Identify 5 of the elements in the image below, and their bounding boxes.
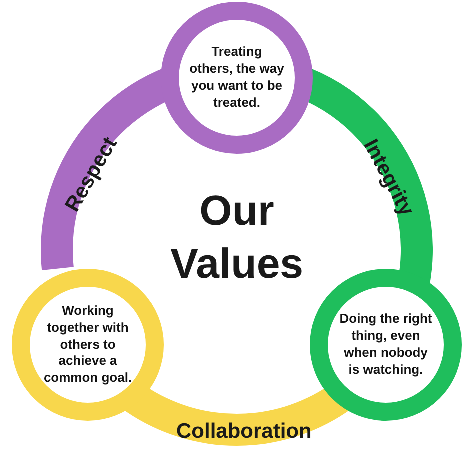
value-description: Working together with others to achieve a common goal. <box>42 302 134 388</box>
value-label: Collaboration <box>176 420 312 444</box>
value-description: Treating others, the way you want to be treated. <box>189 44 285 112</box>
diagram-title: Our Values <box>169 186 305 288</box>
value-description: Doing the right thing, even when nobody is watching. <box>338 311 434 379</box>
